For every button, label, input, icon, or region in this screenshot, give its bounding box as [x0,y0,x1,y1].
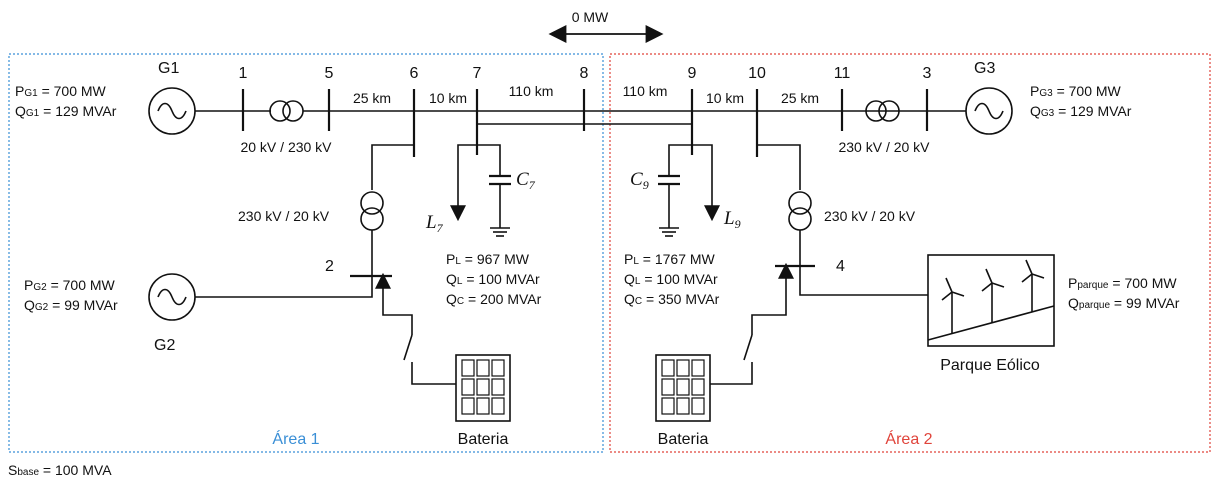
area2-label: Área 2 [885,429,932,448]
bus-2-label: 2 [325,258,334,275]
load-l9-ql: QL = 100 MVAr [624,271,718,287]
transformer-t2 [360,191,384,231]
bus-4-label: 4 [836,258,845,275]
load-l9-qc: QC = 350 MVAr [624,291,720,307]
line-9-10-label: 10 km [706,90,744,106]
load-l7-symbol: L7 [425,212,444,235]
line-6-7-label: 10 km [429,90,467,106]
generator-g3-name: G3 [974,60,995,77]
load-l7-ql: QL = 100 MVAr [446,271,540,287]
transformer-t3-label: 230 kV / 20 kV [838,139,930,155]
bus-8-label: 8 [580,65,589,82]
area1-label: Área 1 [272,429,319,448]
load-l7-qc: QC = 200 MVAr [446,291,542,307]
area2-box [609,53,1211,453]
line-5-6-label: 25 km [353,90,391,106]
capacitor-c9-symbol: C9 [630,169,649,192]
load-l9-symbol: L9 [723,208,741,231]
generator-g2-q: QG2 = 99 MVAr [24,297,118,313]
generator-g1 [148,87,196,135]
wind-farm-label: Parque Eólico [940,357,1040,374]
generator-g2-name: G2 [154,337,175,354]
transformer-t1 [269,100,304,122]
battery-2-switch [743,334,753,361]
system-base: Sbase = 100 MVA [8,462,112,478]
battery-2-label: Bateria [658,431,709,448]
area1-box [8,53,604,453]
generator-g1-q: QG1 = 129 MVAr [15,103,117,119]
generator-g3-p: PG3 = 700 MW [1030,83,1122,99]
generator-g1-name: G1 [158,60,179,77]
bus-10-label: 10 [748,65,766,82]
generator-g3 [965,87,1013,135]
generator-g2-p: PG2 = 700 MW [24,277,116,293]
bus-6-label: 6 [410,65,419,82]
transformer-t4 [788,191,812,231]
line-10-11-label: 25 km [781,90,819,106]
load-l7-pl: PL = 967 MW [446,251,530,267]
load-l9-pl: PL = 1767 MW [624,251,716,267]
bus-11-label: 11 [834,65,851,82]
transformer-t3 [865,100,900,122]
bus-1-label: 1 [239,65,248,82]
flow-label: 0 MW [572,9,609,25]
line-8-9-label: 110 km [623,83,668,99]
bus-5-label: 5 [325,65,334,82]
wind-farm-q: Qparque = 99 MVAr [1068,295,1180,311]
bus-7-label: 7 [473,65,482,82]
capacitor-c7-symbol: C7 [516,169,536,192]
line-7-8-label: 110 km [509,83,554,99]
generator-g2 [148,273,196,321]
transformer-t4-label: 230 kV / 20 kV [824,208,916,224]
transformer-t2-label: 230 kV / 20 kV [238,208,330,224]
wind-farm-p: Pparque = 700 MW [1068,275,1177,291]
battery-2-icon [655,354,711,422]
bus-3-label: 3 [923,65,932,82]
battery-1-icon [455,354,511,422]
generator-g1-p: PG1 = 700 MW [15,83,107,99]
generator-g3-q: QG3 = 129 MVAr [1030,103,1132,119]
battery-1-switch [403,334,413,361]
bus-9-label: 9 [688,65,697,82]
wind-farm-icon [927,254,1055,347]
transformer-t1-label: 20 kV / 230 kV [240,139,332,155]
battery-1-label: Bateria [458,431,509,448]
